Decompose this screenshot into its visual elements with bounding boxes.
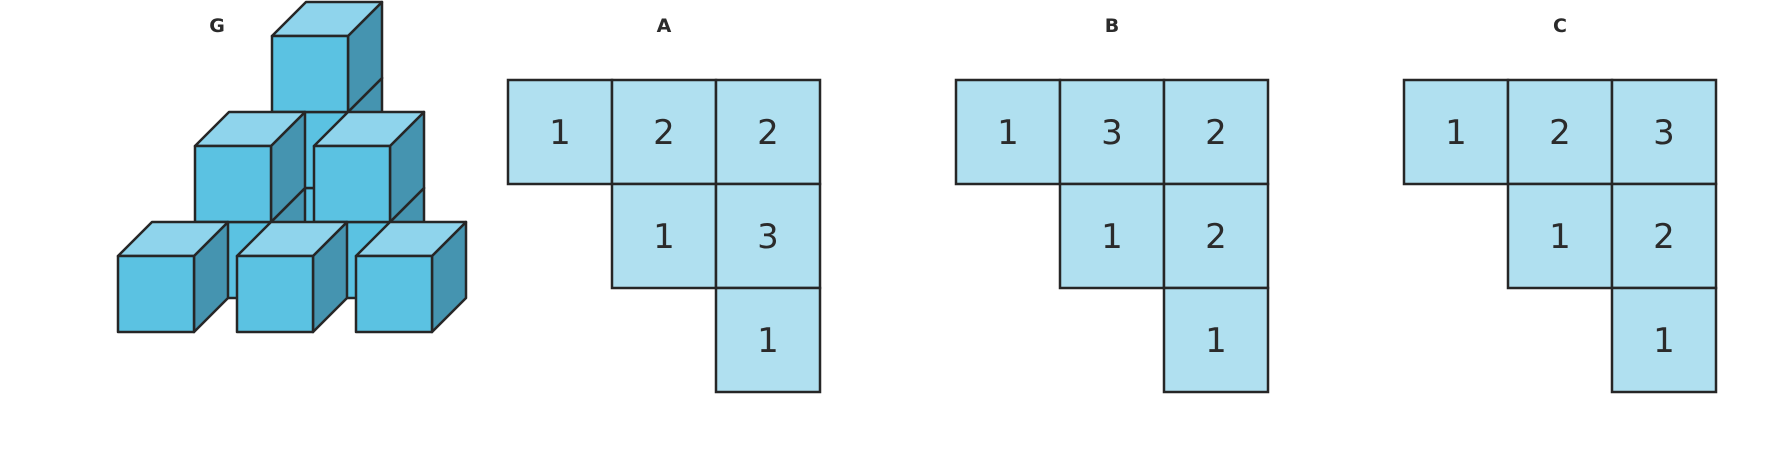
grid-cell-value: 3 [1653,113,1675,153]
option-label: B [1105,15,1119,37]
grid-cell-value: 3 [757,217,779,257]
cube-front-face [270,34,350,114]
cube-front-face [312,144,392,224]
grid-cell-value: 1 [549,113,571,153]
cube-stack-figure [116,0,468,334]
cube [270,0,384,114]
panel-figure: G [116,0,468,334]
grid-cell [506,78,614,186]
cube [193,110,307,224]
grid-cell-value: 2 [1205,217,1227,257]
cube [354,220,468,334]
option-c[interactable]: C 1 2 3 1 2 1 [1402,15,1718,394]
grid-cell [610,182,718,290]
cube-front-face [193,144,273,224]
grid-cell [1610,78,1718,186]
cube-front-face [354,254,434,334]
cube [312,110,426,224]
grid-cell-value: 3 [1101,113,1123,153]
grid-cell [1610,182,1718,290]
grid-cell [954,78,1062,186]
cube-front-face [116,254,196,334]
option-a[interactable]: A 1 2 2 1 3 1 [506,15,822,394]
grid-cell-value: 2 [653,113,675,153]
cube [235,220,349,334]
option-label: A [657,15,672,37]
grid-cell [1162,182,1270,290]
option-label: C [1553,15,1567,37]
grid-cell [1506,182,1614,290]
grid-cell [1506,78,1614,186]
grid-cell-value: 2 [1549,113,1571,153]
grid-cell [1610,286,1718,394]
grid-cell [1058,182,1166,290]
grid-cell-value: 1 [1101,217,1123,257]
grid-cell [1402,78,1510,186]
grid-cell-value: 1 [997,113,1019,153]
grid-cell-value: 2 [757,113,779,153]
grid-cell-value: 1 [653,217,675,257]
grid-cell-value: 1 [1445,113,1467,153]
grid-cell-value: 2 [1205,113,1227,153]
grid-cell-value: 1 [757,321,779,361]
figure-label: G [209,15,225,37]
grid-cell [714,286,822,394]
cube-front-face [235,254,315,334]
cube [116,220,230,334]
grid-cell-value: 1 [1549,217,1571,257]
grid-cell-value: 1 [1205,321,1227,361]
grid-cell-value: 1 [1653,321,1675,361]
option-b[interactable]: B 1 3 2 1 2 1 [954,15,1270,394]
grid-cell [1162,286,1270,394]
answer-options: A 1 2 2 1 3 1 B 1 3 2 1 2 1 C 1 2 3 1 2 1 [506,15,1718,394]
grid-cell-value: 2 [1653,217,1675,257]
